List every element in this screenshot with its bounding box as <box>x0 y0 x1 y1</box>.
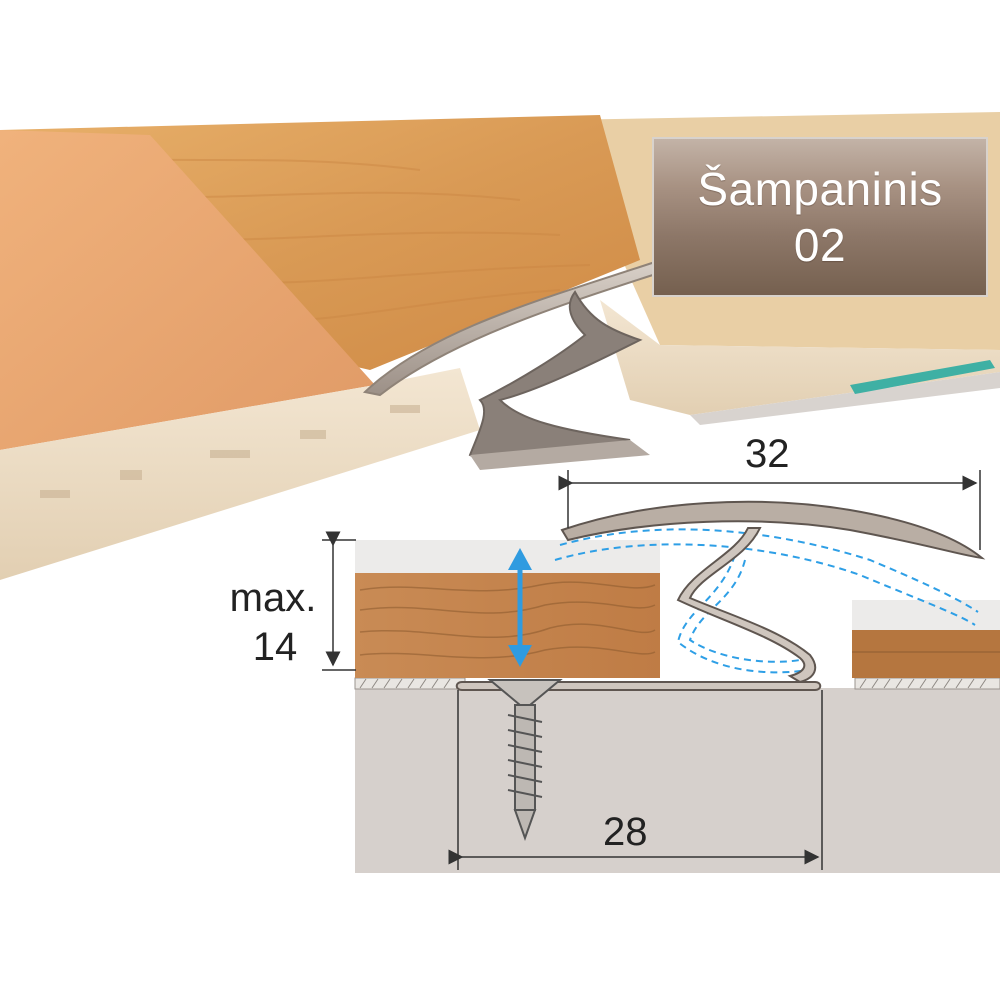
foreground-plank-edge <box>0 368 480 580</box>
teal-underlay <box>850 360 995 394</box>
cross-section <box>322 470 1000 873</box>
screw <box>487 679 563 841</box>
color-name: Šampaninis <box>697 163 943 215</box>
subfloor <box>355 688 1000 873</box>
base-width-label: 28 <box>603 810 648 854</box>
height-value-label: 14 <box>252 625 298 669</box>
right-underlay <box>854 677 1000 690</box>
right-plank-section <box>852 630 1000 678</box>
height-prefix-label: max. <box>229 576 317 620</box>
height-adjust-arrow <box>508 548 532 667</box>
left-plank-section <box>355 573 660 678</box>
alternate-profile-outline <box>554 528 979 674</box>
foreground-plank <box>0 130 375 450</box>
color-label: Šampaninis 02 <box>652 137 988 297</box>
color-code: 02 <box>793 219 847 271</box>
right-board-edge <box>600 300 1000 415</box>
profile-cap <box>560 500 986 560</box>
dimension-lines <box>322 470 981 870</box>
profile-clip <box>676 527 817 684</box>
left-underlay <box>354 677 466 690</box>
top-width-label: 32 <box>745 432 790 476</box>
